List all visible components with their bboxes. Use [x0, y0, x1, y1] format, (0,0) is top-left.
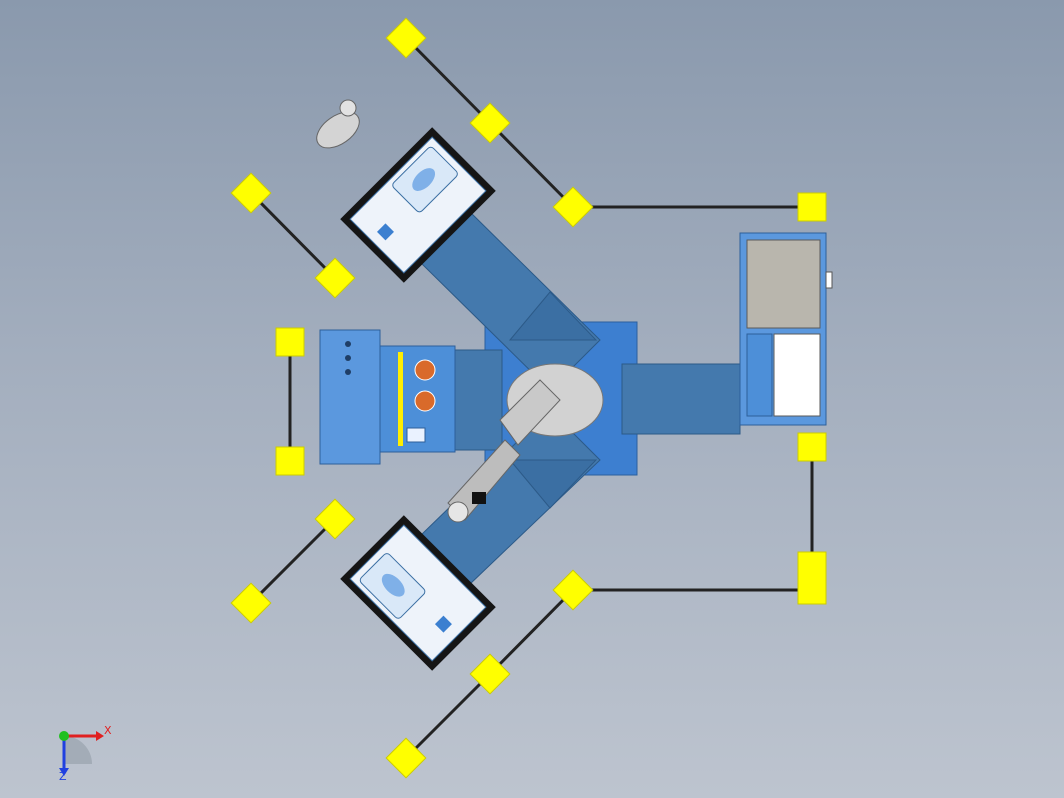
- right-control-cabinet[interactable]: [739, 232, 833, 426]
- axis-z-label: Z: [59, 770, 67, 783]
- welding-fixture-bottom[interactable]: [340, 515, 496, 671]
- conveyor-left[interactable]: [449, 349, 503, 451]
- fence-posts[interactable]: [230, 17, 827, 779]
- left-machine-station[interactable]: [319, 329, 456, 465]
- safety-fence-lines: [249, 36, 814, 760]
- robot-arm-icon[interactable]: [447, 363, 604, 523]
- conveyor-top-chute[interactable]: [508, 291, 598, 341]
- grinder-icon[interactable]: [310, 99, 365, 155]
- conveyor-bottom-chute[interactable]: [508, 459, 598, 509]
- welding-fixture-top[interactable]: [340, 127, 496, 283]
- axis-triad-icon: X Z: [59, 724, 112, 783]
- conveyor-right[interactable]: [621, 363, 741, 435]
- axis-x-label: X: [104, 724, 112, 737]
